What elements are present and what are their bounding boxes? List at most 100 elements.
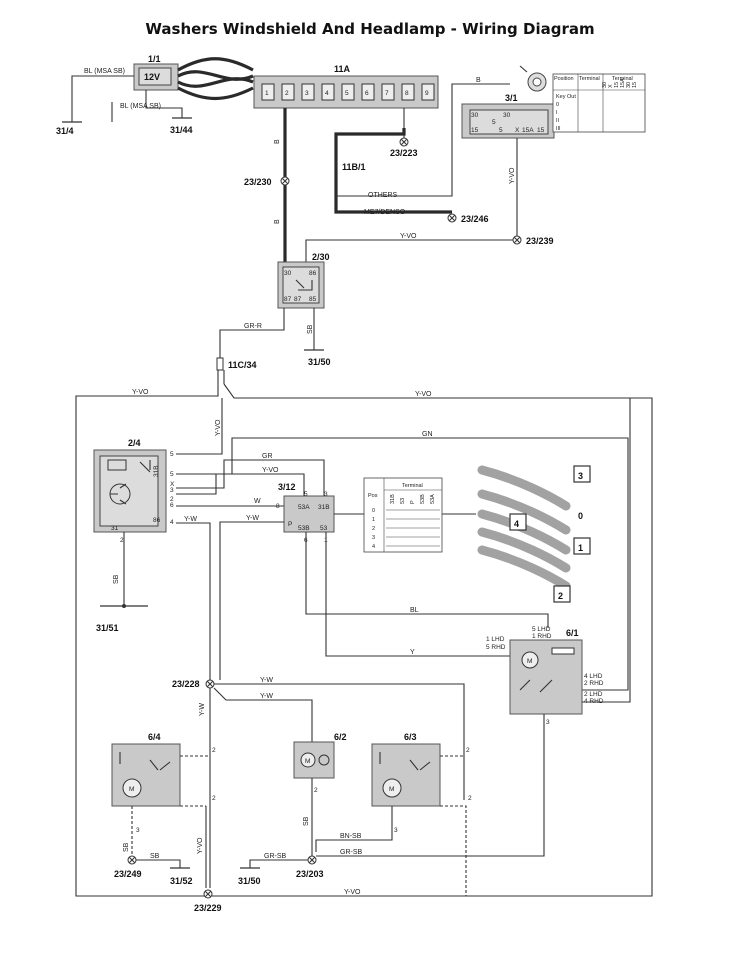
wire-gr (176, 459, 325, 512)
splice-23-239: 23/239 (512, 235, 554, 246)
svg-text:30: 30 (284, 270, 292, 277)
svg-text:SB: SB (123, 842, 130, 852)
fuse-pin (341, 83, 355, 101)
wire-y-vo-6-1 (582, 398, 631, 703)
ground-31-51: 31/51 (96, 604, 148, 633)
svg-text:1 RHD: 1 RHD (532, 633, 552, 640)
wire-gr-sb-6-1 (316, 714, 545, 857)
svg-text:2/30: 2/30 (312, 252, 330, 262)
svg-text:M: M (389, 786, 394, 793)
svg-text:6/3: 6/3 (404, 732, 417, 742)
ign-col-label: 30 (626, 82, 632, 88)
wire-bl (305, 532, 549, 628)
ground-31-50-top: 31/50 (304, 349, 331, 367)
svg-text:3: 3 (136, 827, 140, 834)
svg-text:2 LHD: 2 LHD (584, 691, 603, 698)
svg-text:5: 5 (170, 471, 174, 478)
svg-text:6/2: 6/2 (334, 732, 347, 742)
wire-y (325, 532, 510, 657)
svg-text:SB: SB (303, 816, 310, 826)
fuse-pin-label: 7 (385, 90, 389, 97)
svg-text:Y-W: Y-W (199, 703, 206, 716)
wire-y-vo-2-30 (305, 239, 513, 264)
svg-text:B: B (274, 219, 281, 224)
svg-text:Y-VO: Y-VO (215, 419, 222, 436)
stalk-position-label: 2 (558, 591, 563, 601)
svg-text:Y-VO: Y-VO (197, 837, 204, 854)
wire-b-thick (283, 108, 292, 266)
svg-text:30: 30 (471, 112, 479, 119)
wire-bn-sb (315, 806, 393, 852)
svg-text:2: 2 (466, 747, 470, 754)
component-6-3: 6/3 M (371, 732, 441, 807)
splice-23-203: 23/203 (296, 855, 324, 879)
wiper-col-label: 53A (430, 494, 436, 504)
svg-text:SB: SB (113, 574, 120, 584)
wire-y-w-3-12 (219, 521, 284, 680)
svg-text:4 LHD: 4 LHD (584, 673, 603, 680)
svg-text:B: B (476, 77, 481, 84)
wire-y-vo-3-12 (176, 473, 305, 500)
ground-31-4: 31/4 (56, 104, 82, 136)
svg-text:3: 3 (394, 827, 398, 834)
wiper-row-label: 0 (372, 508, 375, 514)
svg-text:31B: 31B (153, 465, 160, 477)
wire-y-vo-left (75, 384, 219, 897)
ign-col-label: 30 (602, 82, 608, 88)
wire-y-w-2-4 (176, 522, 211, 888)
wire-me7 (334, 128, 452, 214)
svg-text:31: 31 (111, 525, 119, 532)
svg-text:X: X (515, 127, 520, 134)
svg-text:3/1: 3/1 (505, 93, 518, 103)
svg-text:53A: 53A (298, 504, 310, 511)
stalk-arrow (509, 513, 527, 531)
wire-sb-31-52 (136, 859, 181, 868)
svg-text:6/1: 6/1 (566, 628, 579, 638)
svg-text:Y: Y (410, 649, 415, 656)
svg-text:X: X (170, 481, 175, 488)
stalk-rod (477, 465, 571, 511)
pins-2-4: 5 5 X 3 2 6 4 2 (120, 451, 175, 544)
svg-text:87: 87 (284, 296, 292, 303)
cable-bundle (177, 57, 254, 101)
component-1-1: 1/1 12V (133, 54, 179, 91)
splice-23-229: 23/229 (194, 889, 222, 913)
svg-text:31/4: 31/4 (56, 126, 74, 136)
ground-31-44: 31/44 (170, 117, 193, 135)
svg-text:2 RHD: 2 RHD (584, 680, 604, 687)
component-2-4: 2/4 31 86 31B (93, 438, 167, 533)
svg-text:87: 87 (294, 296, 302, 303)
svg-text:11A: 11A (334, 64, 351, 74)
ignition-key-icon (519, 65, 547, 92)
svg-text:M: M (305, 758, 310, 765)
wiper-row-label: 4 (372, 544, 375, 550)
svg-text:Y-W: Y-W (260, 677, 273, 684)
svg-text:BN-SB: BN-SB (340, 833, 362, 840)
component-2-30: 2/30 30 86 87 87 85 (277, 252, 330, 309)
diagram-title: Washers Windshield And Headlamp - Wiring… (145, 20, 595, 38)
svg-text:GR-R: GR-R (244, 323, 262, 330)
svg-text:BL (MSA SB): BL (MSA SB) (84, 68, 125, 75)
svg-text:1/1: 1/1 (148, 54, 161, 64)
svg-text:31B: 31B (318, 504, 330, 511)
svg-text:15A: 15A (522, 127, 534, 134)
fuse-pin-label: 5 (345, 90, 349, 97)
wiper-col-label: 53B (420, 494, 426, 504)
svg-text:11B/1: 11B/1 (342, 162, 366, 172)
svg-text:23/239: 23/239 (526, 236, 554, 246)
svg-text:Y-W: Y-W (260, 693, 273, 700)
svg-text:P: P (288, 521, 292, 528)
svg-text:2: 2 (314, 787, 318, 794)
svg-text:Terminal: Terminal (402, 483, 423, 489)
component-6-4: 6/4 M (111, 732, 181, 807)
svg-text:2: 2 (170, 496, 174, 503)
svg-text:Y-W: Y-W (246, 515, 259, 522)
svg-text:5: 5 (304, 491, 308, 498)
svg-text:30: 30 (503, 112, 511, 119)
stalk-rod (477, 545, 571, 591)
svg-text:1 LHD: 1 LHD (486, 636, 505, 643)
wiper-row-label: 2 (372, 526, 375, 532)
svg-text:M: M (129, 786, 134, 793)
fuse-pin (301, 83, 315, 101)
